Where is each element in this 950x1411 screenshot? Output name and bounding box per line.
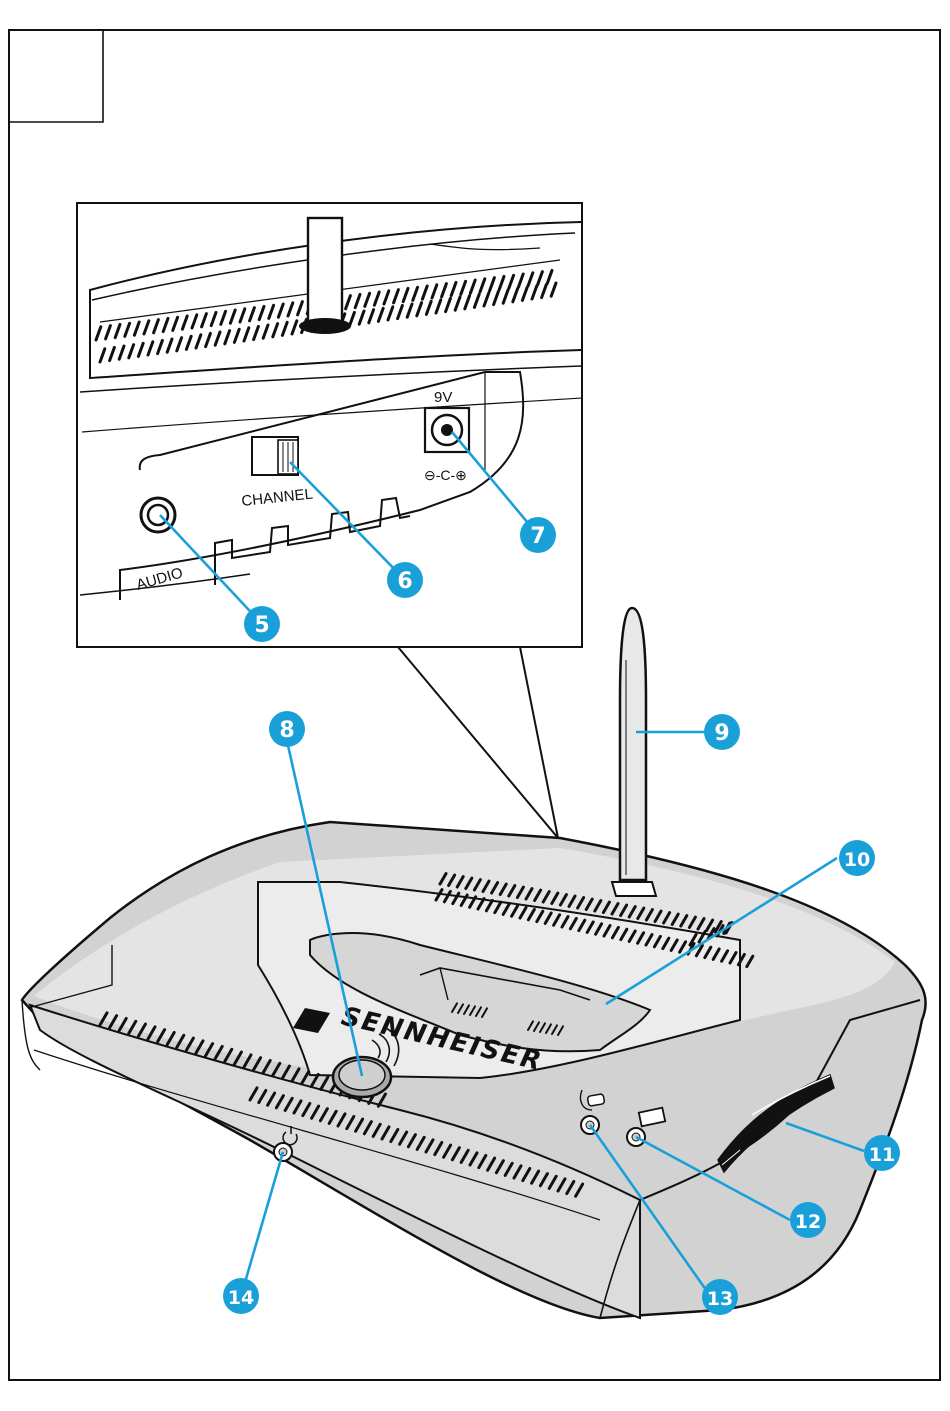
callout-14: 14 [223,1278,259,1314]
callout-9: 9 [704,714,740,750]
callout-11: 11 [864,1135,900,1171]
callout-5: 5 [244,606,280,642]
callout-number: 5 [254,613,269,638]
callout-6: 6 [387,562,423,598]
callout-13: 13 [702,1279,738,1315]
callout-number: 9 [714,721,729,746]
callout-12: 12 [790,1202,826,1238]
voltage-label: 9V [434,389,452,406]
callout-10: 10 [839,840,875,876]
leader-14 [241,1152,283,1296]
callout-number: 11 [869,1144,895,1166]
callout-number: 10 [844,849,870,871]
callout-number: 6 [397,569,412,594]
rear-panel-inset: AUDIO CHANNEL 9V ⊖-C-⊕ [77,203,582,838]
callout-number: 12 [795,1211,821,1233]
callout-number: 8 [279,718,294,743]
callout-number: 14 [228,1287,254,1309]
callout-number: 13 [707,1288,733,1310]
channel-switch [252,437,298,475]
corner-tab [9,30,103,122]
inset-antenna [308,218,342,328]
transmitter-base: SENNHEISER [22,608,926,1318]
callout-number: 7 [530,524,545,549]
callout-7: 7 [520,517,556,553]
polarity-label: ⊖-C-⊕ [424,467,467,483]
zoom-wedge [398,647,558,838]
callout-8: 8 [269,711,305,747]
